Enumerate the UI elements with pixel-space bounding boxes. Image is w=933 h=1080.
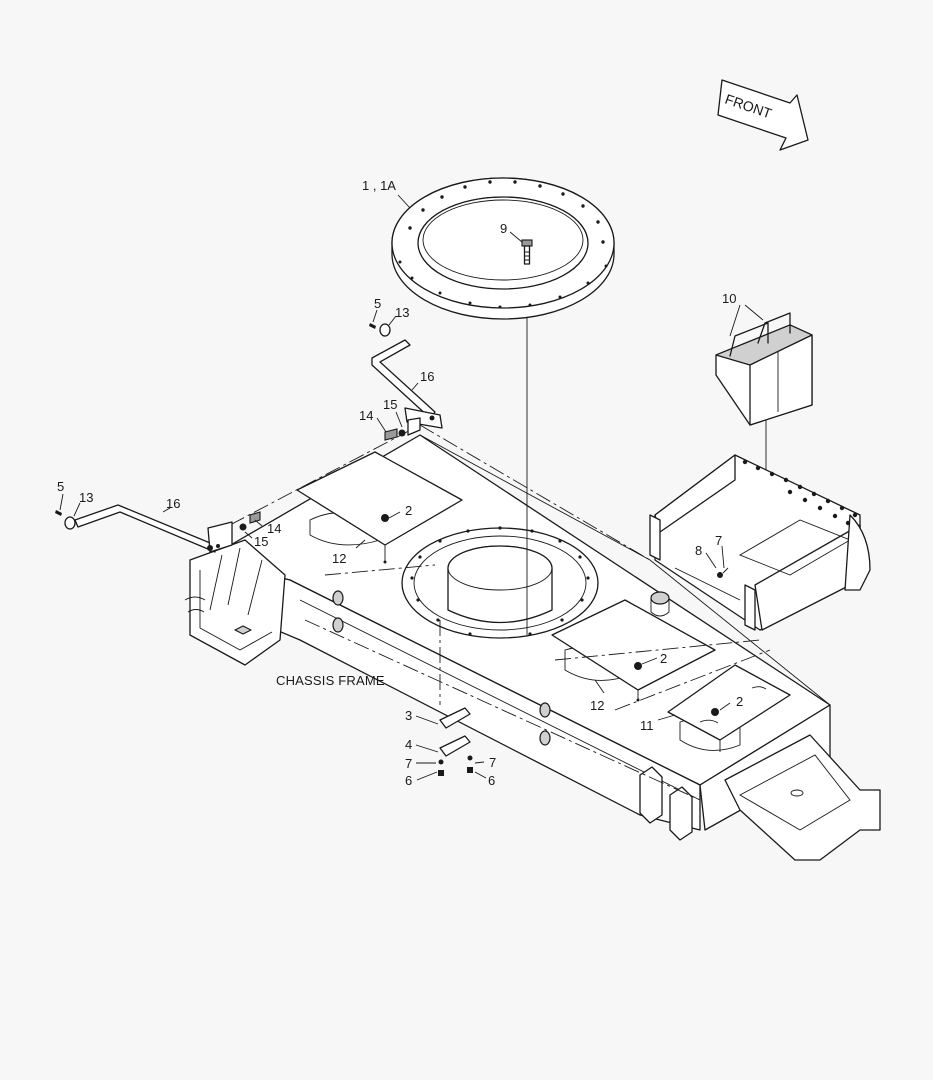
- callout-14-lower: 14: [267, 521, 281, 536]
- callout-12-left: 12: [332, 551, 346, 566]
- front-direction-arrow: FRONT: [717, 79, 809, 151]
- callout-4: 4: [405, 737, 412, 752]
- callout-3: 3: [405, 708, 412, 723]
- callout-9: 9: [500, 221, 507, 236]
- callout-11: 11: [640, 718, 654, 733]
- callout-6-left: 6: [405, 773, 412, 788]
- callout-8: 8: [695, 543, 702, 558]
- shim-plate-3-4: [438, 707, 473, 776]
- callout-13-lower: 13: [79, 490, 93, 505]
- callout-13-upper: 13: [395, 305, 409, 320]
- callout-6-right: 6: [488, 773, 495, 788]
- tie-rod-16-upper: [371, 339, 443, 436]
- callout-15-lower: 15: [254, 534, 268, 549]
- callout-7-left: 7: [405, 756, 412, 771]
- callout-2-right: 2: [660, 651, 667, 666]
- callout-labels: 1 , 1A 9 10 5 13 16 15 14 5 13 16 14 15 …: [57, 178, 743, 788]
- callout-16-lower: 16: [166, 496, 180, 511]
- callout-10: 10: [722, 291, 736, 306]
- callout-7-right: 7: [489, 755, 496, 770]
- leader-lines: [59, 194, 764, 781]
- callout-5-lower: 5: [57, 479, 64, 494]
- callout-15-upper: 15: [383, 397, 397, 412]
- callout-1-1a: 1 , 1A: [362, 178, 396, 193]
- callout-16-upper: 16: [420, 369, 434, 384]
- callout-2-cover11: 2: [736, 694, 743, 709]
- cover-plate-12-left: [296, 451, 463, 564]
- battery-tray: [649, 454, 871, 631]
- chassis-frame-label: CHASSIS FRAME: [276, 673, 385, 688]
- tie-rod-16-lower: [74, 504, 233, 553]
- callout-5-upper: 5: [374, 296, 381, 311]
- bolt-9-icon: [521, 239, 533, 265]
- bolt-2-icon: [381, 514, 719, 716]
- washer-13-icon: [64, 323, 391, 530]
- cover-plate-11: [667, 664, 791, 752]
- callout-2-left: 2: [405, 503, 412, 518]
- cover-plate-12-right: [551, 599, 716, 702]
- callout-7-tray: 7: [715, 533, 722, 548]
- bolt-14-icon: [249, 428, 398, 524]
- washer-15-icon: [239, 429, 406, 531]
- callout-12-right: 12: [590, 698, 604, 713]
- swing-bearing: [391, 177, 615, 320]
- callout-14-upper: 14: [359, 408, 373, 423]
- bolt-5-icon: [55, 323, 376, 516]
- battery-10: [715, 312, 813, 426]
